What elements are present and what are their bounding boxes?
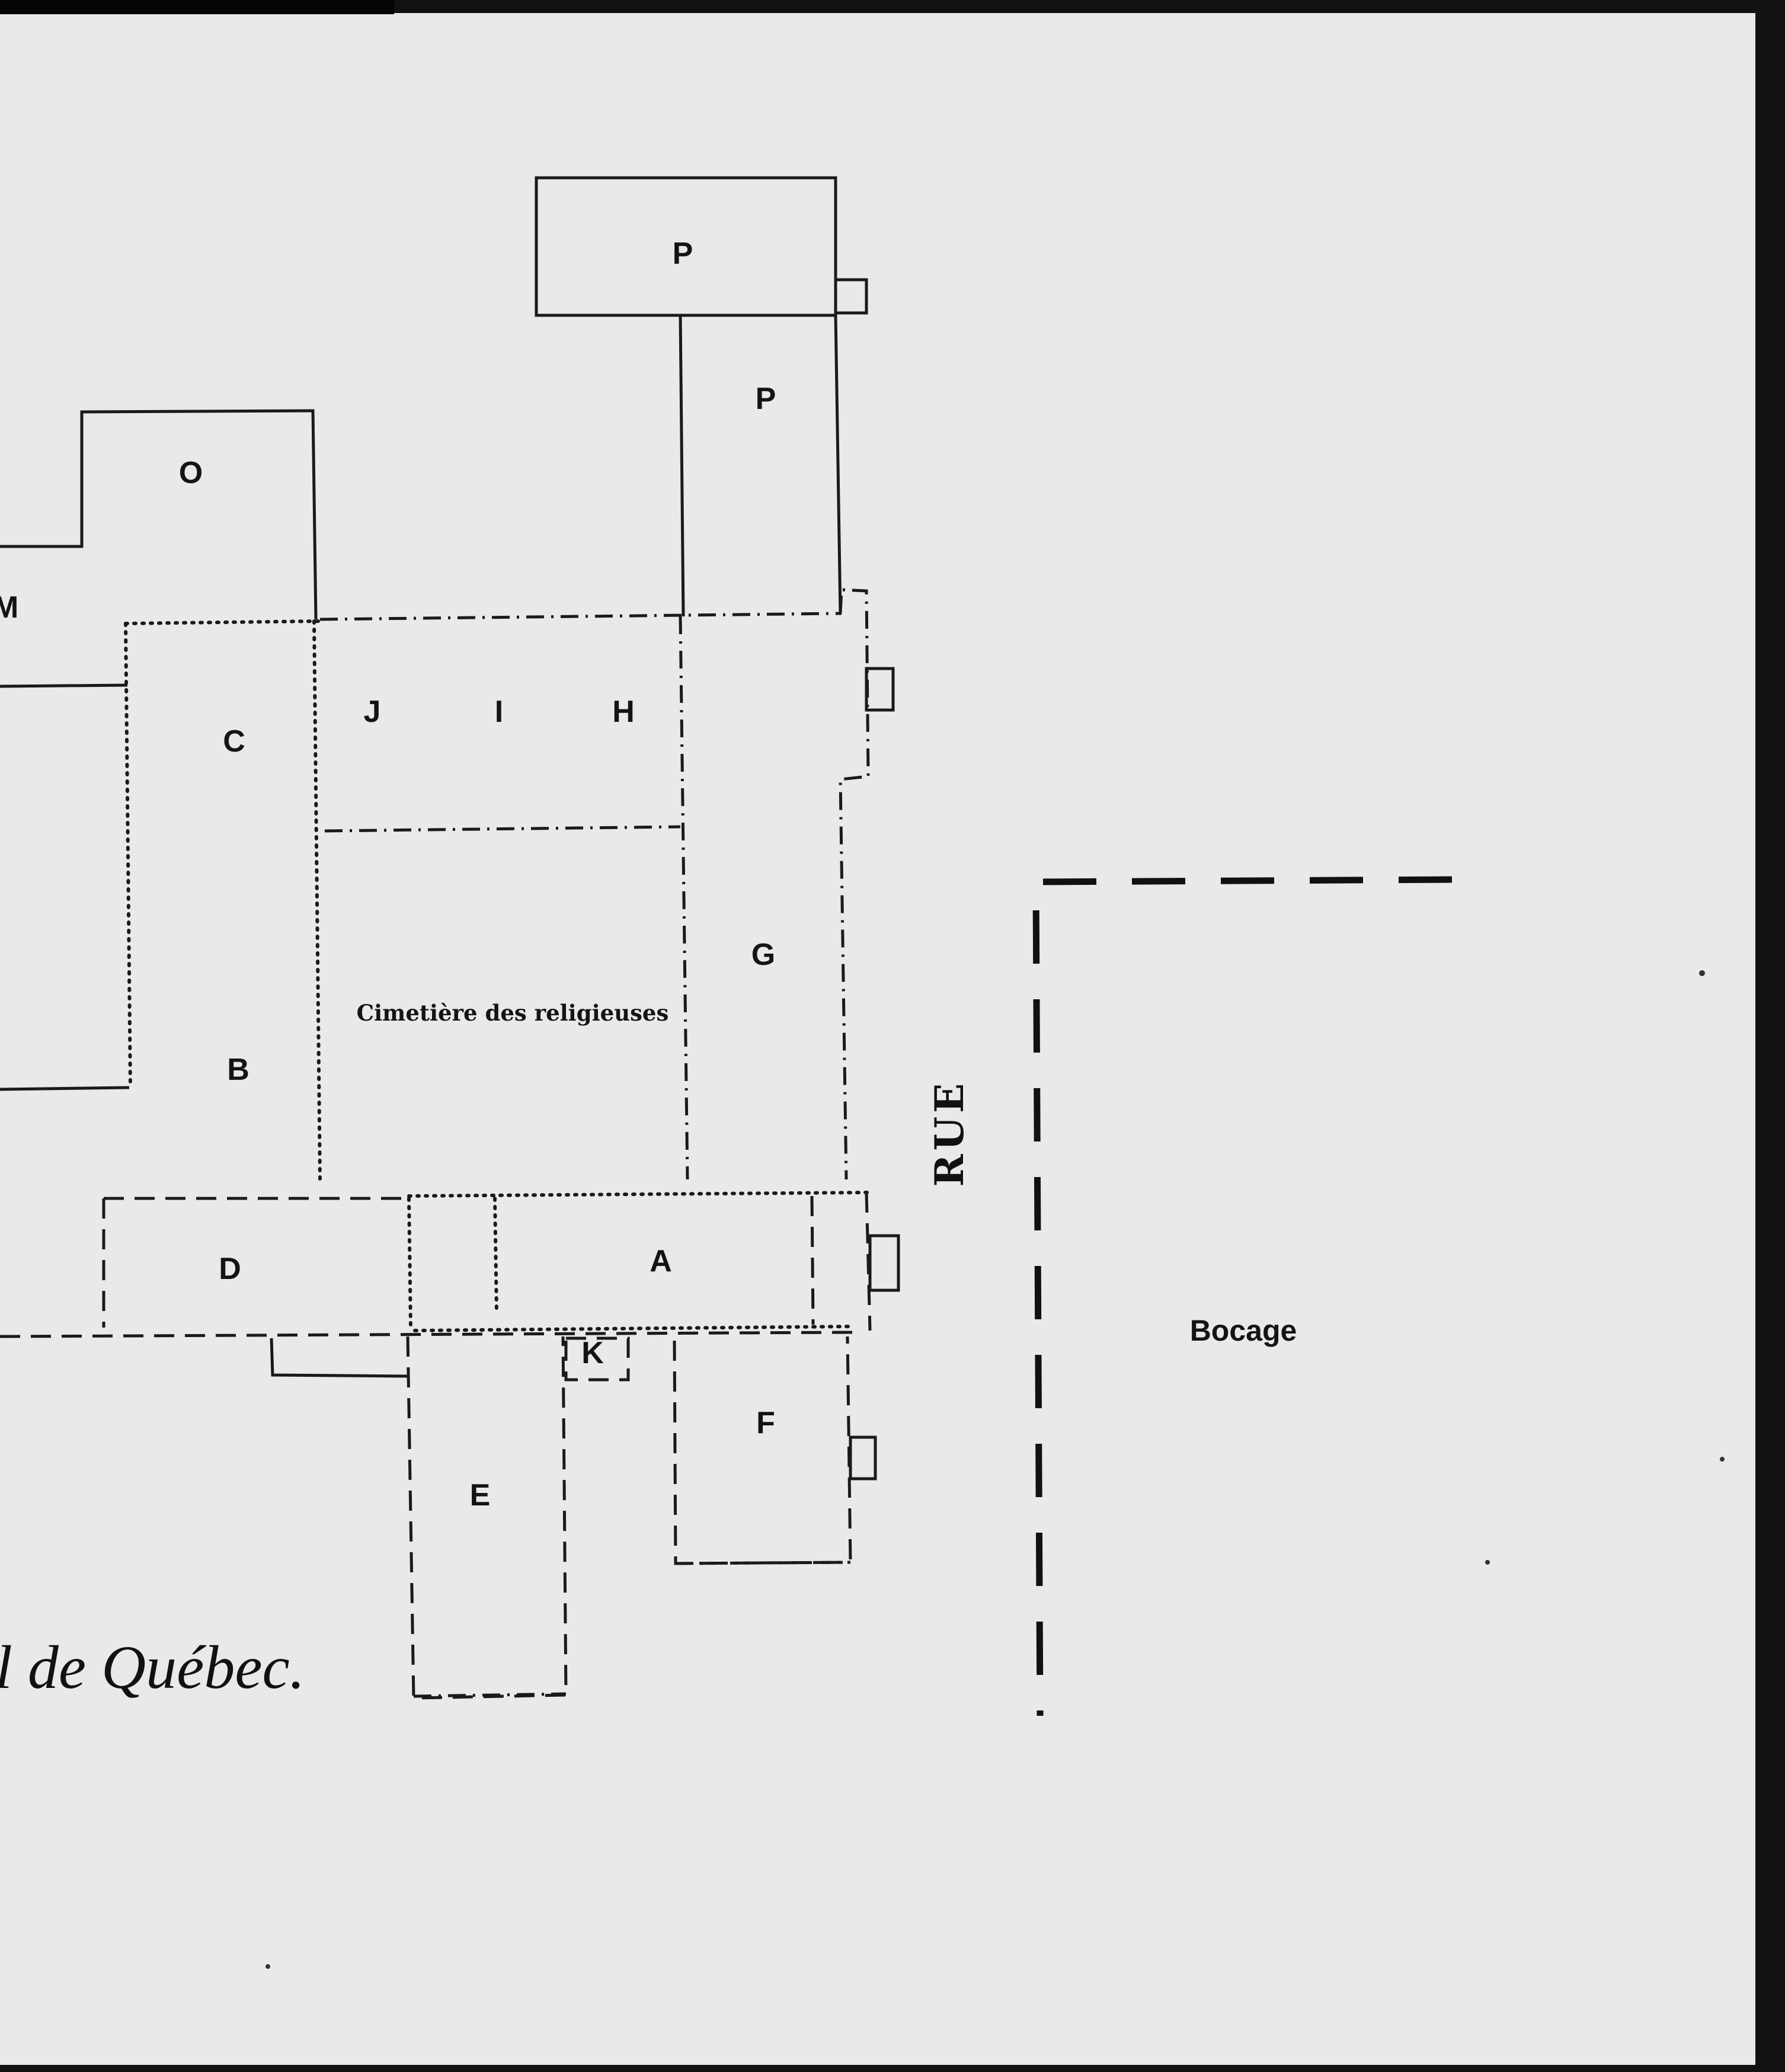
building-p-top: [535, 176, 868, 317]
building-o: [0, 409, 318, 620]
top-left-mark: [0, 0, 394, 14]
label-a: A: [650, 1244, 672, 1278]
label-grove: Bocage: [1190, 1314, 1297, 1347]
label-m: M: [0, 590, 18, 625]
scan-speck-1: [1699, 970, 1705, 976]
label-d: D: [219, 1252, 241, 1286]
building-f: [673, 1336, 877, 1565]
label-h: H: [612, 695, 635, 729]
building-a-d: [0, 1191, 900, 1338]
scan-speck-3: [1720, 1457, 1725, 1462]
label-i: I: [495, 695, 503, 729]
building-jih: [319, 612, 842, 1180]
label-p-top: P: [673, 236, 693, 271]
label-cemetery: Cimetière des religieuses: [357, 1000, 669, 1026]
label-p-lower: P: [756, 382, 776, 416]
label-c: C: [223, 724, 245, 759]
label-f: F: [756, 1406, 775, 1440]
scan-speck-4: [265, 1964, 270, 1969]
building-m: [0, 683, 130, 1091]
plan-caption: l de Québec.: [0, 1633, 305, 1702]
building-e: [406, 1336, 568, 1700]
annex-under-d: [270, 1338, 408, 1378]
label-o: O: [179, 456, 203, 490]
scan-speck-2: [1485, 1560, 1490, 1565]
label-k: K: [581, 1336, 604, 1370]
building-g: [839, 588, 895, 1180]
building-c-b: [124, 619, 322, 1184]
building-k: [564, 1336, 630, 1382]
label-j: J: [364, 695, 381, 729]
paper-sheet: [0, 13, 1755, 2065]
label-g: G: [751, 938, 775, 972]
street-boundary: [1032, 876, 1453, 1716]
label-street: RUE: [926, 1080, 973, 1187]
building-p-lower: [679, 315, 842, 617]
label-b: B: [227, 1053, 249, 1087]
label-e: E: [470, 1478, 491, 1513]
